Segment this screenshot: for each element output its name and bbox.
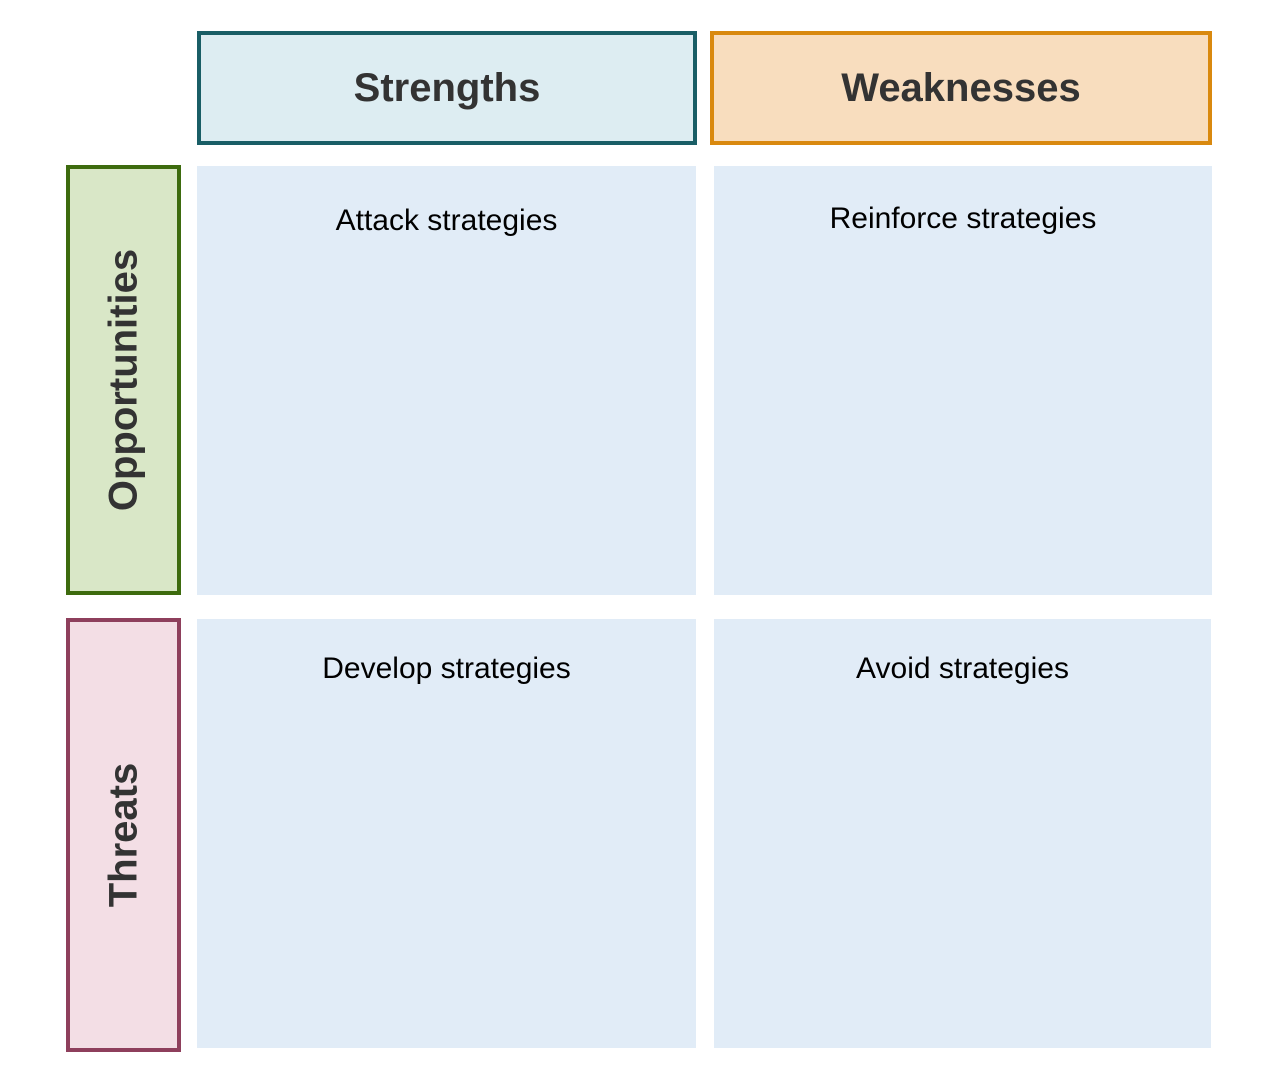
threats-header-label: Threats: [101, 762, 145, 908]
cell-weaknesses-opportunities: Reinforce strategies: [714, 166, 1212, 595]
threats-header: Threats: [66, 618, 181, 1052]
cell-strengths-threats: Develop strategies: [197, 619, 696, 1048]
weaknesses-header-label: Weaknesses: [841, 65, 1081, 110]
avoid-strategies-label: Avoid strategies: [856, 652, 1069, 685]
cell-weaknesses-threats: Avoid strategies: [714, 619, 1211, 1048]
strengths-header-label: Strengths: [353, 65, 541, 110]
strengths-header: Strengths: [197, 31, 697, 145]
develop-strategies-label: Develop strategies: [322, 652, 571, 685]
reinforce-strategies-label: Reinforce strategies: [829, 202, 1097, 235]
opportunities-header-label: Opportunities: [101, 248, 145, 512]
attack-strategies-label: Attack strategies: [335, 204, 558, 237]
opportunities-header: Opportunities: [66, 165, 181, 595]
cell-strengths-opportunities: Attack strategies: [197, 166, 696, 595]
weaknesses-header: Weaknesses: [710, 31, 1212, 145]
